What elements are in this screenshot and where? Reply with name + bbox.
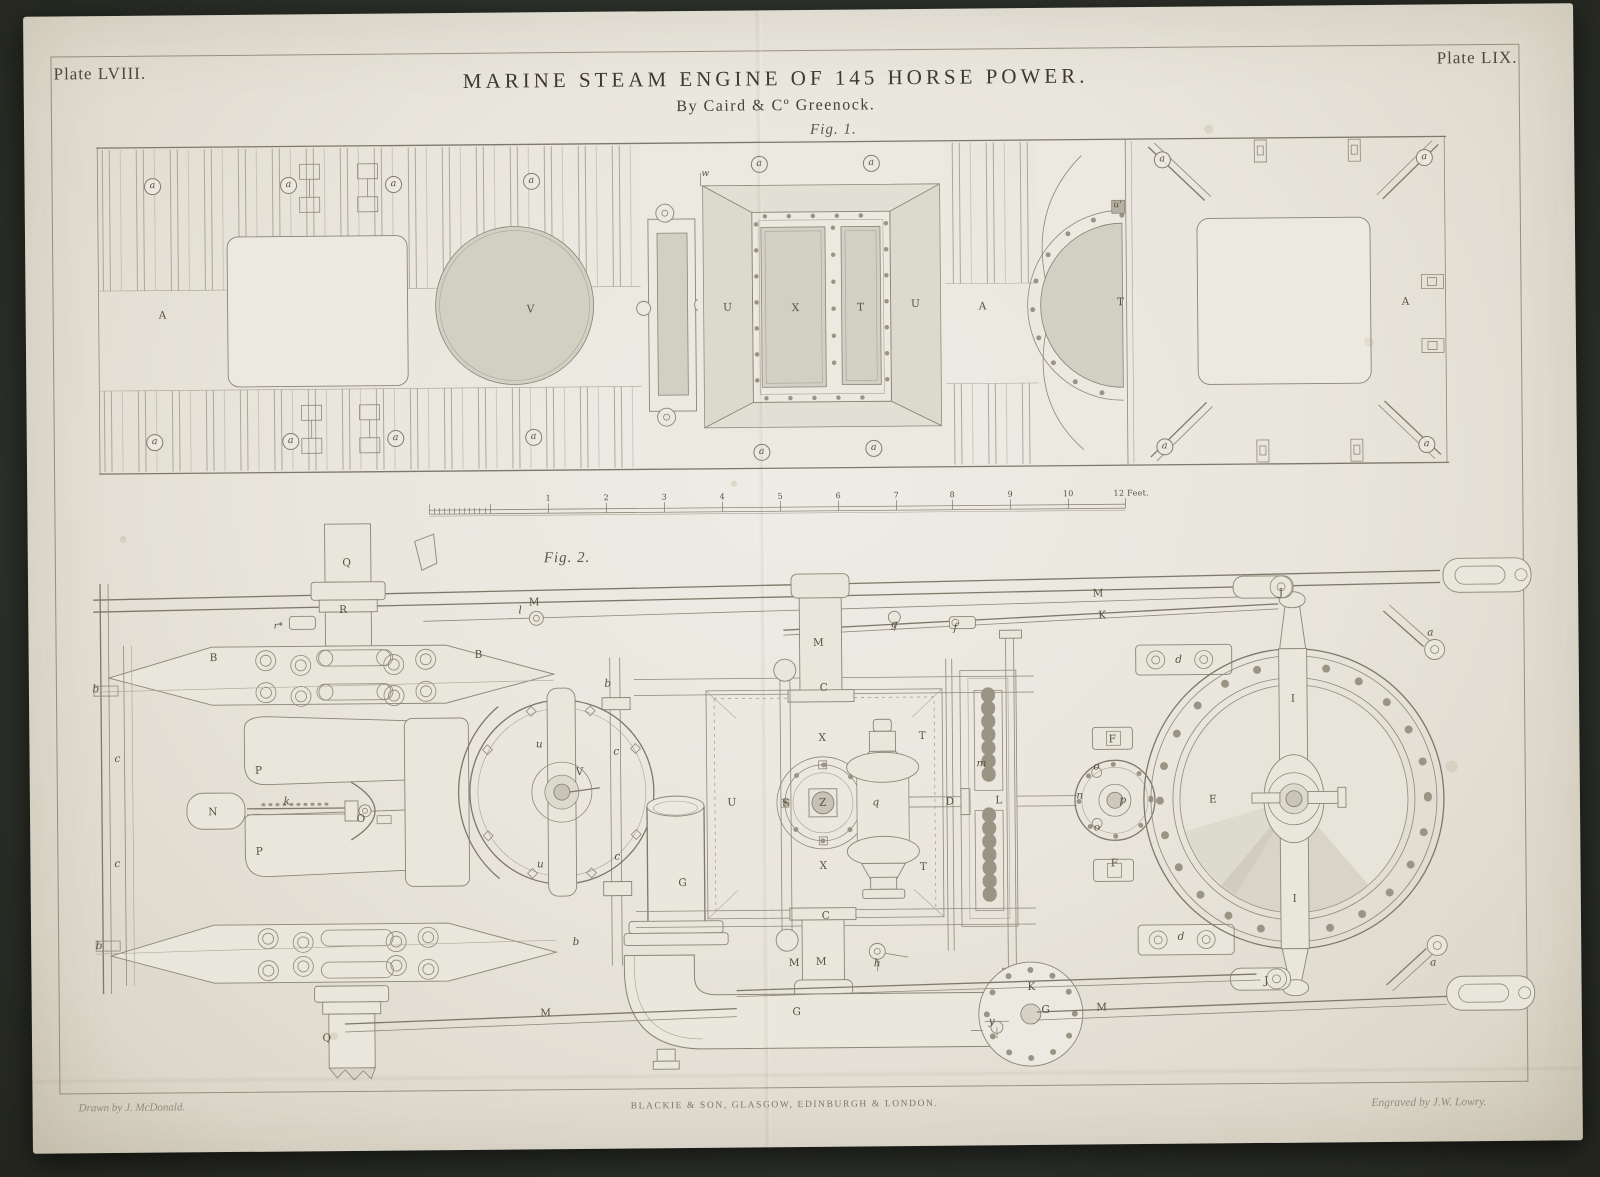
figure-1-drawing [96,135,1450,475]
figure-2-drawing [93,523,1536,1081]
foxing-spot [329,1032,339,1041]
plate-paper-sheet: Plate LVIII. Plate LIX. MARINE STEAM ENG… [23,3,1583,1154]
engraved-by-credit: Engraved by J.W. Lowry. [1371,1096,1487,1110]
foxing-spot [731,480,738,487]
foxing-spot [119,535,127,543]
scale-bar [428,498,1126,517]
foxing-spot [1363,337,1375,348]
foxing-spot [1445,760,1458,773]
publisher-credit: BLACKIE & SON, GLASGOW, EDINBURGH & LOND… [630,1098,939,1112]
foxing-spot [1204,124,1214,134]
